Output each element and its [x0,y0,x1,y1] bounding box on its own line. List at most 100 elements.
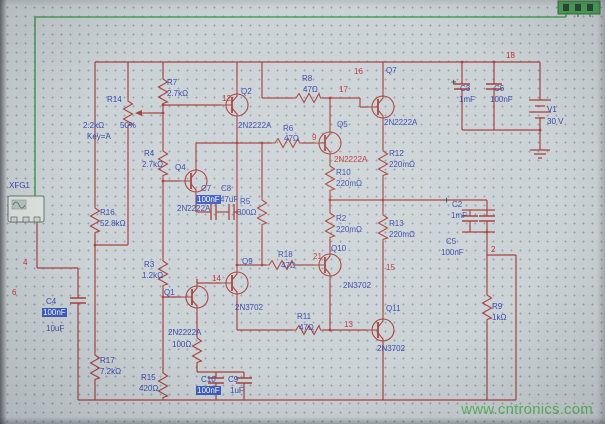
label-30-v[interactable]: 30 V [547,117,564,126]
label-220m-[interactable]: 220mΩ [389,160,415,169]
label-q5[interactable]: Q5 [337,120,348,129]
label-100-[interactable]: 100Ω [172,340,192,349]
transistor-q9[interactable] [220,264,249,302]
label-v1[interactable]: V1 [547,105,557,114]
label-r2[interactable]: R2 [336,214,347,223]
label-100nf[interactable]: 100nF [196,386,221,395]
label-r3[interactable]: R3 [144,260,155,269]
label-c6[interactable]: C6 [494,84,505,93]
function-generator-xfg1[interactable] [7,195,45,223]
resistor-r17[interactable] [89,351,101,383]
label-47-[interactable]: 47Ω [281,261,296,270]
resistor-r10[interactable] [324,162,336,194]
label-r16[interactable]: R16 [100,208,115,217]
capacitor-c5[interactable] [478,215,496,222]
label-10uf[interactable]: 10uF [46,324,65,333]
label-1uf[interactable]: 1uF [230,386,244,395]
label-220m-[interactable]: 220mΩ [336,179,362,188]
label-r10[interactable]: R10 [336,168,351,177]
label-12[interactable]: 12 [222,94,231,103]
transistor-q1[interactable] [180,278,209,316]
label-13[interactable]: 13 [344,320,353,329]
label-r8[interactable]: R8 [302,74,313,83]
label-2n2222a[interactable]: 2N2222A [238,121,272,130]
label-220m-[interactable]: 220mΩ [336,225,362,234]
label-r4[interactable]: R4 [144,149,155,158]
label-c8[interactable]: C8 [221,184,232,193]
label-r6[interactable]: R6 [283,124,294,133]
label-q11[interactable]: Q11 [386,304,401,313]
label-2-7k-[interactable]: 2.7kΩ [142,160,164,169]
label-15[interactable]: 15 [386,263,395,272]
capacitor-c8[interactable] [228,203,235,221]
label-2n2222a[interactable]: 2N2222A [168,328,202,337]
label-47-[interactable]: 47Ω [299,323,314,332]
label-c4[interactable]: C4 [46,297,57,306]
label-r15[interactable]: R15 [141,373,156,382]
label-220m-[interactable]: 220mΩ [389,230,415,239]
label-2[interactable]: 2 [491,245,496,254]
label--[interactable]: + [451,77,457,87]
label-1mf[interactable]: 1mF [459,95,475,104]
connector-green[interactable] [557,0,601,15]
label-r13[interactable]: R13 [389,219,404,228]
label-420-[interactable]: 420Ω [139,384,159,393]
label--[interactable]: + [444,195,450,205]
label-1-2k-[interactable]: 1.2kΩ [142,271,164,280]
label-100nf[interactable]: 100nF [42,308,67,317]
red-wires[interactable] [36,61,541,401]
label-47-[interactable]: 47Ω [303,85,318,94]
label-2-2k-[interactable]: 2.2kΩ [83,121,105,130]
label-q2[interactable]: Q2 [241,87,252,96]
label-r18[interactable]: R18 [278,250,293,259]
label-r9[interactable]: R9 [492,302,503,311]
label-2n3702[interactable]: 2N3702 [343,281,372,290]
label-14[interactable]: 14 [212,274,221,283]
resistor-r13[interactable] [377,211,389,243]
label-47-[interactable]: 47Ω [284,134,299,143]
label-c3[interactable]: C3 [460,84,471,93]
label-r17[interactable]: R17 [100,356,115,365]
resistor-r15[interactable] [157,369,169,401]
label-c5[interactable]: C5 [446,237,457,246]
label-1mf[interactable]: 1mF [451,211,467,220]
label-c7[interactable]: C7 [201,184,212,193]
label-100nf[interactable]: 100nF [441,248,464,257]
label-2n2222a[interactable]: 2N2222A [177,204,211,213]
label-100nf[interactable]: 100nF [196,195,221,204]
label-1k-[interactable]: 1kΩ [492,313,507,322]
resistor-r8[interactable] [292,92,324,104]
label-9[interactable]: 9 [312,133,317,142]
label-xfg1[interactable]: XFG1 [9,181,30,190]
label-50-[interactable]: 50% [120,121,137,130]
resistor-r9[interactable] [481,291,493,323]
ground-symbol[interactable] [530,149,550,159]
resistor-r2[interactable] [324,209,336,241]
label-q1[interactable]: Q1 [164,288,175,297]
label-q9[interactable]: Q9 [242,257,253,266]
label-100nf[interactable]: 100nF [490,95,513,104]
label-4[interactable]: 4 [23,258,28,267]
label-21[interactable]: 21 [313,252,322,261]
label-key-a[interactable]: Key=A [87,132,111,141]
label-2n2222a[interactable]: 2N2222A [334,155,368,164]
label-r5[interactable]: R5 [240,197,251,206]
label-300-[interactable]: 300Ω [237,208,257,217]
resistor-100ohm[interactable] [191,334,203,366]
label-c2[interactable]: C2 [452,200,463,209]
label-18[interactable]: 18 [506,51,515,60]
label-52-8k-[interactable]: 52.8kΩ [100,219,126,228]
green-wires[interactable] [34,14,591,196]
resistor-r12[interactable] [377,147,389,179]
resistor-r5[interactable] [256,196,268,228]
capacitor-c7[interactable] [210,203,217,221]
label-r12[interactable]: R12 [389,149,404,158]
label-r14[interactable]: R14 [107,95,122,104]
label-7-2k-[interactable]: 7.2kΩ [100,367,122,376]
label-2n3702[interactable]: 2N3702 [377,344,406,353]
label-16[interactable]: 16 [354,67,363,76]
label-r11[interactable]: R11 [297,312,312,321]
label-6[interactable]: 6 [12,288,17,297]
label-q4[interactable]: Q4 [175,163,186,172]
